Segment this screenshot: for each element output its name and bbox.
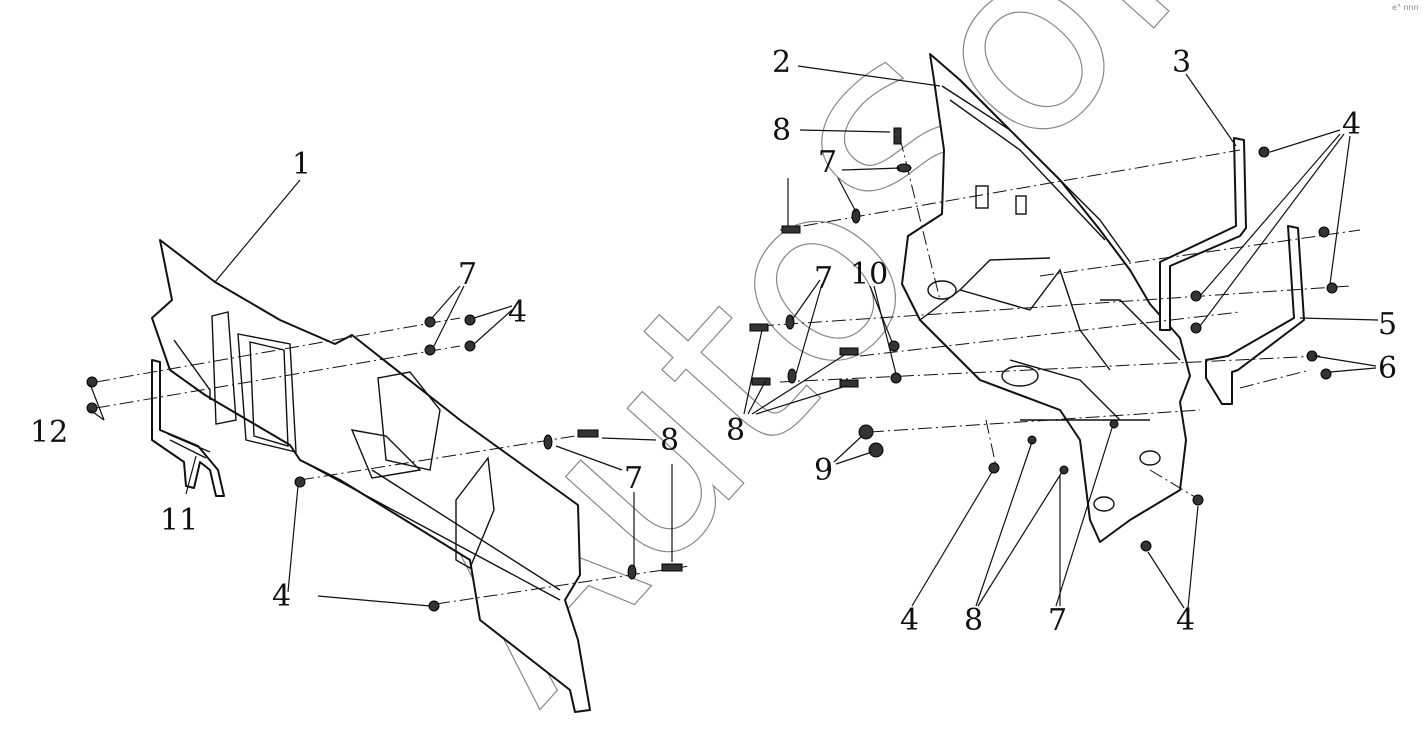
callout-8: 8	[726, 413, 745, 448]
bolt-icon	[781, 225, 801, 234]
callout-2: 2	[772, 45, 791, 80]
nut-icon	[86, 402, 98, 414]
callout-9: 9	[814, 453, 833, 488]
left-hardware	[86, 314, 683, 612]
nut-icon	[890, 372, 902, 384]
callout-1: 1	[292, 147, 311, 182]
nut-icon	[1326, 282, 1338, 294]
bolt-icon	[661, 563, 683, 572]
nut-icon	[428, 600, 440, 612]
callout-7: 7	[814, 261, 833, 296]
callout-4: 4	[272, 579, 291, 614]
callout-4: 4	[1176, 603, 1195, 638]
callout-4: 4	[900, 603, 919, 638]
nut-icon	[1027, 435, 1037, 445]
washer-icon	[627, 564, 637, 580]
callout-3: 3	[1172, 45, 1191, 80]
callout-11: 11	[160, 503, 198, 538]
nut-icon	[464, 340, 476, 352]
bolt-icon	[839, 347, 859, 356]
callout-7: 7	[624, 461, 643, 496]
right-shield-assembly	[743, 53, 1379, 609]
callout-4: 4	[1342, 107, 1361, 142]
nut-icon	[988, 462, 1000, 474]
washer-icon	[785, 314, 795, 330]
callout-8: 8	[660, 423, 679, 458]
callout-7: 7	[458, 257, 477, 292]
callout-5: 5	[1378, 307, 1397, 342]
bolt-icon	[839, 379, 859, 388]
callout-6: 6	[1378, 351, 1397, 386]
nut-icon	[1190, 290, 1202, 302]
nut-icon	[868, 442, 884, 458]
nut-icon	[1190, 322, 1202, 334]
callout-7: 7	[1048, 603, 1067, 638]
callout-12: 12	[30, 415, 68, 450]
callout-8: 8	[772, 113, 791, 148]
left-shield-assembly	[86, 179, 691, 713]
callout-8: 8	[964, 603, 983, 638]
nut-icon	[1320, 368, 1332, 380]
bolt-icon	[751, 377, 771, 386]
nut-icon	[1109, 419, 1119, 429]
nut-icon	[888, 340, 900, 352]
bracket-3	[1159, 137, 1247, 331]
callout-7: 7	[818, 145, 837, 180]
callout-labels: 1 7 4 12 11 8 7 4 2 8 7 3 4 7 10 5 6 8 9…	[30, 45, 1397, 638]
nut-icon	[1318, 226, 1330, 238]
nut-icon	[424, 344, 436, 356]
nut-icon	[424, 316, 436, 328]
washer-icon	[543, 434, 553, 450]
callout-4: 4	[508, 295, 527, 330]
bracket-5	[1205, 225, 1305, 405]
nut-icon	[294, 476, 306, 488]
bolt-icon	[749, 323, 769, 332]
nut-icon	[1192, 494, 1204, 506]
washer-icon	[851, 208, 861, 224]
nut-icon	[1258, 146, 1270, 158]
bolt-icon	[577, 429, 599, 438]
bolt-icon	[893, 127, 902, 145]
nut-icon	[86, 376, 98, 388]
left-bracket	[151, 359, 225, 497]
nut-icon	[464, 314, 476, 326]
washer-icon	[787, 368, 797, 384]
nut-icon	[1140, 540, 1152, 552]
nut-icon	[858, 424, 874, 440]
callout-10: 10	[850, 257, 888, 292]
corner-mark: e° nnn	[1392, 3, 1419, 12]
